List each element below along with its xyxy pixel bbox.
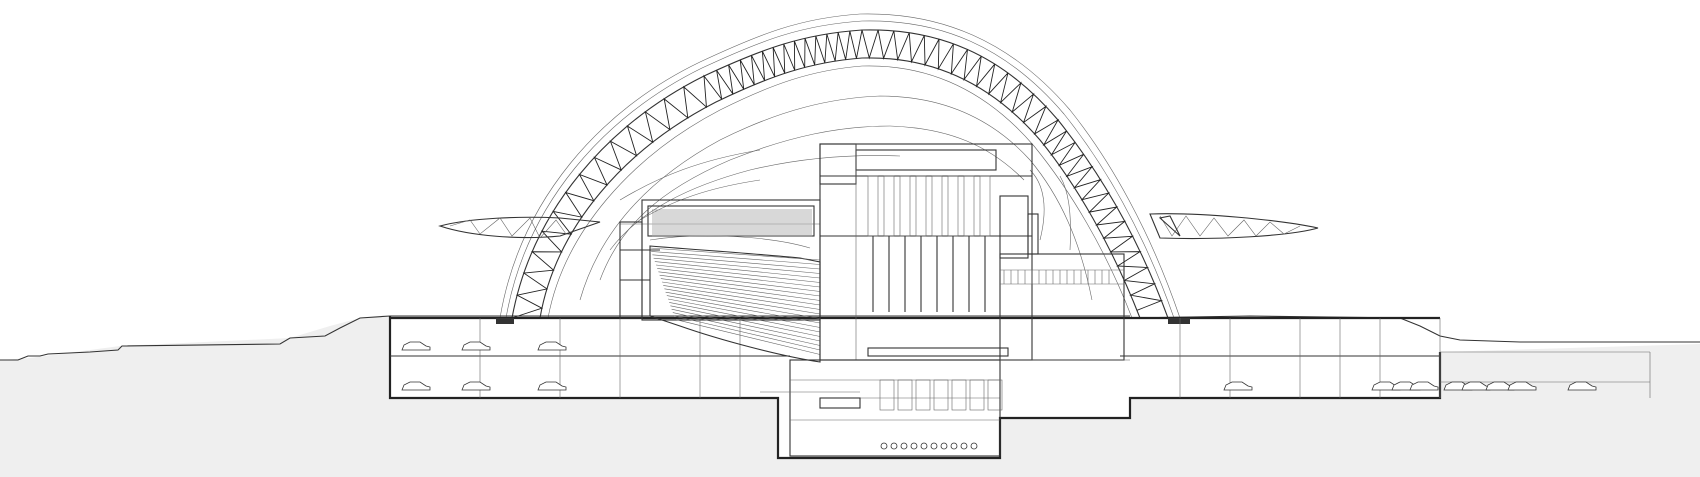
- terrain-right: [1129, 315, 1700, 343]
- stage-rigging: [867, 175, 1110, 312]
- rigging-batten: [931, 175, 943, 237]
- truss-web: [511, 29, 1164, 319]
- seat-row: [673, 315, 821, 351]
- basement-bay: [951, 379, 967, 411]
- seat-row: [655, 264, 821, 283]
- terrain-left: [0, 315, 391, 361]
- seat-row: [657, 268, 821, 288]
- ground-fill: [0, 316, 1700, 477]
- podium: [388, 315, 1651, 460]
- seat-store: [880, 442, 888, 450]
- right-wing-truss: [1149, 213, 1319, 240]
- seat-row: [667, 298, 821, 328]
- seat-row: [672, 312, 821, 346]
- seat-row: [660, 278, 821, 301]
- seat-row: [661, 281, 821, 306]
- seat-store: [970, 442, 978, 450]
- seat-row: [664, 288, 821, 315]
- car: [1409, 381, 1439, 391]
- seat-store: [920, 442, 928, 450]
- rigging-batten: [867, 175, 879, 237]
- rigging-batten: [899, 175, 911, 237]
- seat-row: [659, 274, 821, 297]
- basement-bay: [879, 379, 895, 411]
- car: [1223, 381, 1253, 391]
- left-wing-truss: [438, 216, 601, 239]
- car: [461, 341, 491, 351]
- basement-bay: [897, 379, 913, 411]
- car: [1567, 381, 1597, 391]
- seat-row: [652, 254, 821, 270]
- seat-row: [669, 302, 821, 333]
- seat-store: [900, 442, 908, 450]
- seat-store: [940, 442, 948, 450]
- rigging-batten: [979, 175, 991, 237]
- seat-row: [651, 251, 821, 265]
- basement-bay: [915, 379, 931, 411]
- basement-bay: [933, 379, 949, 411]
- seat-row: [666, 295, 821, 324]
- seat-row: [663, 285, 821, 310]
- seat-store: [960, 442, 968, 450]
- car: [401, 341, 431, 351]
- rigging-batten: [915, 175, 927, 237]
- fly-tower: [819, 143, 1125, 361]
- car: [401, 381, 431, 391]
- seat-row: [654, 261, 821, 279]
- seat-row: [670, 305, 821, 337]
- seat-row: [658, 271, 821, 292]
- car: [537, 381, 567, 391]
- car: [461, 381, 491, 391]
- seat-row: [665, 291, 821, 319]
- seat-row: [649, 247, 821, 261]
- car: [537, 341, 567, 351]
- rigging-batten: [883, 175, 895, 237]
- dome-shell: [499, 13, 1181, 319]
- seat-row: [675, 319, 821, 355]
- parked-cars: [401, 341, 1597, 391]
- basement-bays: [879, 379, 1003, 450]
- dome-truss: [511, 29, 1164, 319]
- seat-row: [671, 308, 821, 342]
- seat-row: [653, 257, 821, 274]
- basement-bay: [987, 379, 1003, 411]
- seat-store: [890, 442, 898, 450]
- seating-rows: [649, 209, 821, 355]
- seat-store: [950, 442, 958, 450]
- car: [1507, 381, 1537, 391]
- rigging-batten: [963, 175, 975, 237]
- seat-store: [910, 442, 918, 450]
- rigging-batten: [947, 175, 959, 237]
- seat-store: [930, 442, 938, 450]
- basement-bay: [969, 379, 985, 411]
- parking-columns: [479, 318, 1441, 398]
